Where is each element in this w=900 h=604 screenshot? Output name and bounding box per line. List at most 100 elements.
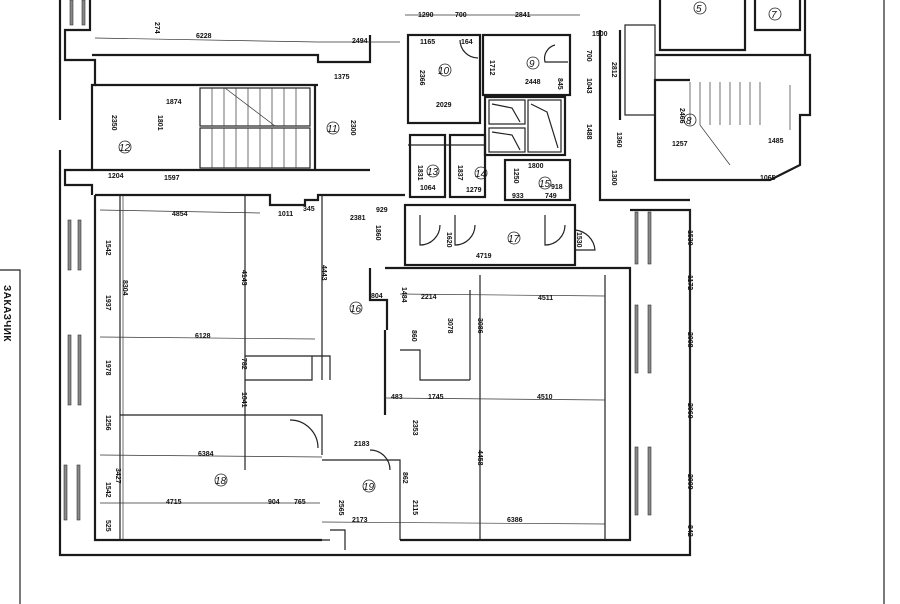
room-numbers: 5 7 8 9 10 11 12 13 14 15 16 17 18 19 (118, 1, 782, 493)
dimension-label: 2115 (411, 500, 418, 515)
dimension-label: 1064 (420, 185, 436, 192)
dimension-label: 2214 (421, 294, 437, 301)
dimension-label: 2381 (350, 215, 366, 222)
room-number: 8 (686, 116, 692, 127)
dimension-label: 483 (391, 394, 403, 401)
service-rooms (403, 33, 596, 267)
customer-label: ЗАКАЗЧИК (1, 285, 12, 342)
room-13: 13 (426, 164, 440, 178)
dimension-label: 1937 (104, 295, 111, 311)
dimension-label: 904 (268, 499, 280, 506)
dimension-label: 4443 (320, 265, 327, 281)
dimension-label: 1257 (672, 141, 688, 148)
dimension-label: 1300 (610, 170, 617, 186)
dimension-label: 6128 (195, 333, 211, 340)
dimension-label: 2350 (110, 115, 117, 131)
room-number: 16 (350, 304, 362, 315)
dimension-label: 1831 (416, 165, 423, 181)
room-number: 7 (771, 10, 777, 21)
dimension-label: 3086 (476, 318, 483, 334)
dimension-label: 6384 (198, 451, 214, 458)
dimension-label: 1837 (456, 165, 463, 181)
dimension-label: 2009 (686, 474, 693, 490)
dimension-label: 2353 (411, 420, 418, 436)
dimension-label: 2841 (515, 12, 531, 19)
dimension-label: 2494 (352, 38, 368, 45)
dimension-label: 8304 (121, 280, 128, 296)
dimension-label: 1043 (585, 78, 592, 94)
customer-label-box: ЗАКАЗЧИК (0, 269, 21, 604)
dimension-label: 860 (410, 330, 417, 342)
dimension-label: 1978 (104, 360, 111, 376)
room-19: 19 (362, 479, 376, 493)
dimension-label: 2812 (610, 62, 617, 78)
dimension-label: 700 (455, 12, 467, 19)
dimension-label: 274 (153, 22, 160, 34)
room-18: 18 (214, 473, 228, 487)
dimension-label: 929 (376, 207, 388, 214)
dimension-label: 4458 (476, 450, 483, 466)
room-12: 12 (118, 140, 132, 154)
room-5: 5 (693, 1, 707, 15)
room-number: 12 (119, 143, 131, 154)
room-14: 14 (474, 166, 488, 180)
dimension-label: 1530 (686, 230, 693, 246)
dimension-label: 2466 (678, 108, 685, 124)
dimension-label: 1256 (104, 415, 111, 431)
room-10: 10 (438, 63, 452, 77)
dimension-label: 1360 (615, 132, 622, 148)
room-8: 8 (683, 113, 697, 127)
dimension-label: 749 (545, 193, 557, 200)
windows (63, 0, 652, 521)
dimension-label: 1488 (585, 124, 592, 140)
dimension-label: 1800 (528, 163, 544, 170)
dimension-label: 1172 (686, 275, 693, 290)
room-number: 14 (475, 169, 487, 180)
dimension-label: 2060 (686, 403, 693, 419)
dimension-label: 1484 (400, 287, 407, 303)
dimension-label: 1011 (278, 211, 293, 218)
dimension-label: 1745 (428, 394, 444, 401)
dimension-label: 1542 (104, 240, 111, 256)
room-number: 5 (696, 4, 702, 15)
room-16: 16 (349, 301, 363, 315)
dimension-label: 842 (686, 525, 693, 537)
room-number: 18 (215, 476, 227, 487)
dimension-label: 164 (461, 39, 473, 46)
room-number: 11 (327, 124, 337, 135)
outer-walls (58, 0, 692, 557)
dimension-labels: 6228 2494 1375 1290 700 2841 1165 164 24… (104, 12, 784, 537)
dimension-label: 1874 (166, 99, 182, 106)
dimension-label: 4715 (166, 499, 182, 506)
dimension-label: 765 (294, 499, 306, 506)
dimension-label: 2173 (352, 517, 368, 524)
dimension-label: 2183 (354, 441, 370, 448)
dimension-label: 2448 (525, 79, 541, 86)
dimension-label: 1542 (104, 482, 111, 498)
dimension-label: 2029 (436, 102, 452, 109)
room-number: 9 (529, 59, 535, 70)
dimension-label: 4143 (240, 270, 247, 286)
room-7: 7 (768, 7, 782, 21)
dimension-label: 6228 (196, 33, 212, 40)
dimension-label: 1250 (512, 168, 519, 184)
dimension-label: 1597 (164, 175, 180, 182)
room-9: 9 (526, 56, 540, 70)
room-number: 10 (438, 66, 450, 77)
dimension-lines (94, 14, 691, 540)
dimension-label: 3078 (446, 318, 453, 334)
interior-partitions (119, 195, 606, 550)
dimension-label: 2008 (686, 332, 693, 348)
room-number: 13 (427, 167, 439, 178)
dimension-label: 918 (551, 184, 563, 191)
dimension-label: 1530 (575, 232, 582, 248)
room-number: 19 (363, 482, 375, 493)
dimension-label: 6386 (507, 517, 523, 524)
dimension-label: 1801 (156, 115, 163, 131)
dimension-label: 4511 (538, 295, 553, 302)
dimension-label: 862 (401, 472, 408, 484)
room-11: 11 (326, 121, 340, 135)
dimension-label: 2300 (349, 120, 356, 136)
dimension-label: 782 (240, 358, 247, 370)
